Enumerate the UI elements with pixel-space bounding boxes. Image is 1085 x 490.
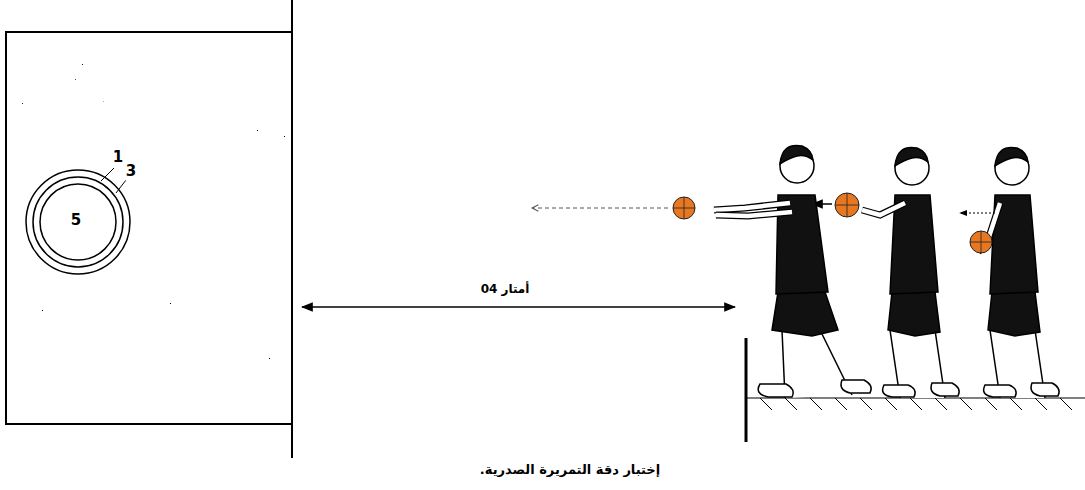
target-board xyxy=(0,32,292,424)
player-figure xyxy=(714,145,871,398)
motion-arrow xyxy=(960,213,995,214)
leader-line xyxy=(101,168,114,181)
player-figure xyxy=(978,147,1059,398)
dimension-label: 04 أمتار xyxy=(481,283,530,297)
distance-arrow xyxy=(302,306,735,308)
basketball xyxy=(835,193,859,217)
callout-number: 5 xyxy=(69,212,83,229)
basketball xyxy=(970,231,992,253)
callout-number: 3 xyxy=(124,163,138,180)
basketball xyxy=(673,197,695,219)
player-figure xyxy=(862,147,959,398)
leader-line xyxy=(116,180,126,193)
wall-line xyxy=(291,0,293,458)
caption: إختبار دقة التمريرة الصدرية. xyxy=(480,463,660,478)
ball-path xyxy=(532,208,668,209)
